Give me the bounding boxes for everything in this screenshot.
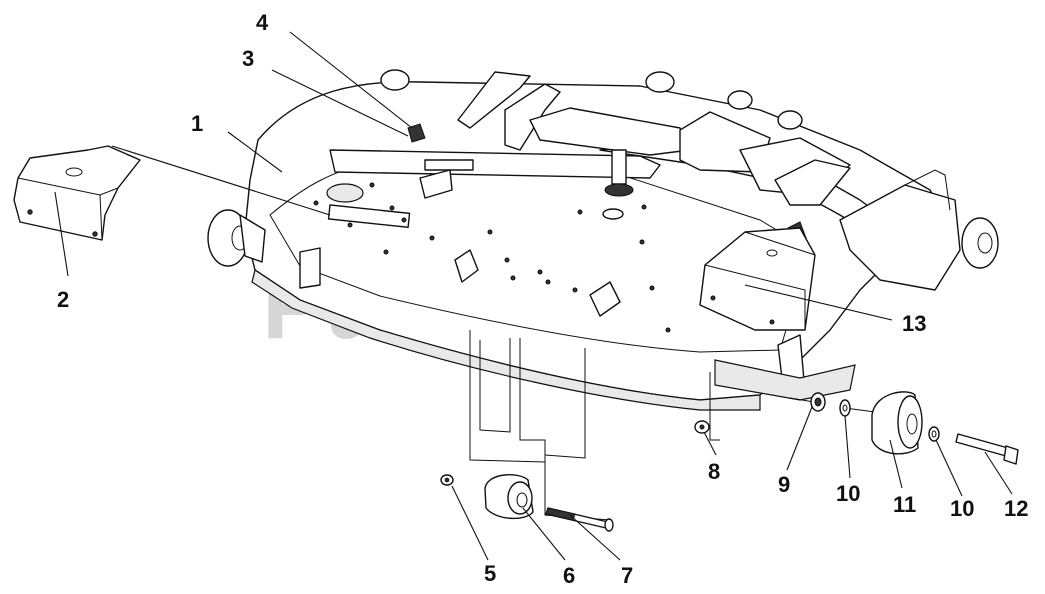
left-deflector-shield bbox=[13, 145, 141, 241]
washer-part-10-inner bbox=[839, 399, 851, 417]
callout-10-outer: 10 bbox=[950, 496, 974, 521]
callout-12: 12 bbox=[1004, 496, 1028, 521]
callout-labels: 4 3 1 2 13 8 9 10 11 10 12 5 6 7 bbox=[57, 10, 1028, 588]
callout-8: 8 bbox=[708, 459, 720, 484]
callout-11: 11 bbox=[893, 492, 916, 517]
bolt-part-12 bbox=[955, 433, 1019, 465]
callout-7: 7 bbox=[621, 563, 633, 588]
roller-part-6 bbox=[484, 474, 534, 519]
callout-3: 3 bbox=[242, 46, 254, 71]
bushing-part-9 bbox=[810, 392, 826, 412]
nut-part-8 bbox=[694, 420, 710, 434]
callout-4: 4 bbox=[256, 10, 269, 35]
right-belt-cover bbox=[699, 227, 816, 331]
callout-13: 13 bbox=[902, 311, 926, 336]
callout-2: 2 bbox=[57, 287, 69, 312]
bolt-part-7 bbox=[545, 507, 614, 532]
callout-1: 1 bbox=[191, 111, 203, 136]
nut-part-5 bbox=[440, 474, 454, 486]
leader-lines bbox=[54, 31, 1013, 561]
washer-part-10-outer bbox=[928, 426, 940, 442]
callout-10-inner: 10 bbox=[836, 481, 860, 506]
callout-5: 5 bbox=[484, 561, 496, 586]
mower-deck bbox=[207, 69, 999, 411]
wheel-part-11 bbox=[871, 391, 923, 455]
callout-9: 9 bbox=[778, 472, 790, 497]
callout-6: 6 bbox=[563, 563, 575, 588]
